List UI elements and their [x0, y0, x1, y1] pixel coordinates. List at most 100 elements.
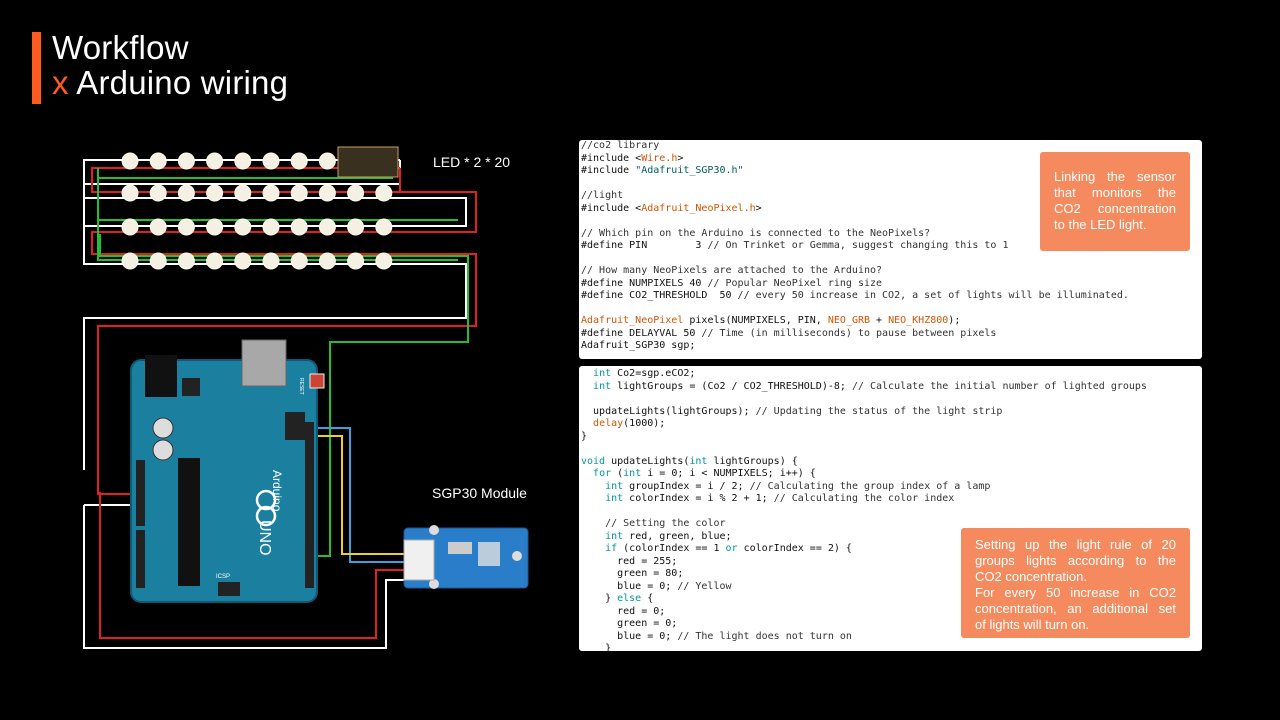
callout-sensor-line: that monitors the — [1054, 185, 1176, 200]
code-line: ​ — [581, 443, 1202, 456]
code-line: blue = 0; // The light does not turn on — [581, 630, 852, 642]
led-pixel — [262, 252, 280, 270]
code-line: #include "Adafruit_SGP30.h" — [581, 165, 744, 176]
power-wires — [91, 167, 477, 639]
code-line: int lightGroups = (Co2 / CO2_THRESHOLD)-… — [593, 380, 1147, 392]
code-line: ​ — [581, 506, 1202, 519]
led-pixel — [206, 252, 224, 270]
capacitor-2 — [152, 439, 174, 461]
callout-rule-line: For every 50 increase in CO2 — [975, 585, 1176, 600]
voltage-regulator — [182, 378, 200, 396]
code-line: Adafruit_NeoPixel pixels(NUMPIXELS, PIN,… — [581, 315, 961, 326]
icsp-header-top — [285, 412, 305, 440]
title-line-1: Workflow — [52, 29, 189, 66]
title-accent-bar — [32, 32, 41, 104]
code-line: if (colorIndex == 1 or colorIndex == 2) … — [605, 543, 852, 554]
code-line: //light — [581, 190, 624, 201]
callout-sensor-line: CO2 concentration — [1054, 201, 1176, 216]
led-pixel — [177, 152, 195, 170]
code-line: //co2 library — [581, 140, 660, 151]
callout-rule-line: CO2 concentration. — [975, 569, 1088, 584]
callout-rule-line: Setting up the light rule of 20 — [975, 537, 1176, 552]
reset-label: RESET — [298, 378, 304, 395]
code-line: void updateLights(int lightGroups) { — [581, 455, 798, 467]
led-pixel — [290, 218, 308, 236]
code-line: int colorIndex = i % 2 + 1; // Calculati… — [605, 493, 955, 504]
code-line: green = 80; — [581, 568, 684, 579]
led-pixel — [121, 218, 139, 236]
led-pixel — [149, 218, 167, 236]
digital-header — [305, 422, 314, 588]
title-line-2-text: Arduino wiring — [76, 64, 289, 101]
page-title: Workflow x Arduino wiring — [52, 30, 288, 100]
led-pixel — [121, 252, 139, 270]
led-pixel — [347, 218, 365, 236]
callout-rule-line: of lights will turn on. — [975, 617, 1090, 632]
sensor-element — [478, 542, 500, 566]
code-line: // Setting the color — [605, 518, 726, 529]
led-pixel — [177, 252, 195, 270]
led-pixel — [234, 152, 252, 170]
usb-port — [241, 339, 287, 387]
reset-button — [309, 373, 325, 389]
led-pixel — [262, 218, 280, 236]
code-line: #define NUMPIXELS 40 // Popular NeoPixel… — [581, 277, 883, 289]
code-line: int Co2=sgp.eCO2; — [593, 368, 696, 379]
code-line: for (int i = 0; i < NUMPIXELS; i++) { — [593, 468, 816, 479]
led-pixel — [318, 218, 336, 236]
arduino-model: UNO — [256, 520, 273, 556]
code-line: int red, green, blue; — [605, 530, 732, 542]
code-line: } — [581, 643, 612, 651]
code-line: ​ — [581, 253, 1202, 266]
power-jack — [145, 355, 177, 397]
code-line: } else { — [581, 593, 654, 604]
led-pixel — [121, 184, 139, 202]
code-line: green = 0; — [581, 618, 678, 629]
callout-sensor: Linking the sensor that monitors the CO2… — [1040, 152, 1190, 251]
led-pixel — [234, 184, 252, 202]
led-pixel — [234, 252, 252, 270]
arduino-brand: Arduino — [270, 470, 284, 512]
code-line: #define CO2_THRESHOLD 50 // every 50 inc… — [581, 290, 1129, 301]
capacitor-1 — [152, 417, 174, 439]
led-pixel — [177, 184, 195, 202]
led-pixel — [206, 218, 224, 236]
led-pixel — [290, 152, 308, 170]
module-label: SGP30 Module — [432, 485, 527, 501]
code-line: #include <Adafruit_NeoPixel.h> — [581, 202, 762, 214]
scl-wire — [312, 435, 408, 555]
code-line: ​ — [581, 393, 1202, 406]
led-pixel — [375, 184, 393, 202]
led-pixel — [206, 184, 224, 202]
led-pixel — [318, 152, 336, 170]
code-line: blue = 0; // Yellow — [581, 580, 732, 592]
led-pixel — [121, 152, 139, 170]
grove-connector — [403, 539, 435, 581]
led-pixel — [149, 184, 167, 202]
led-pixel — [290, 252, 308, 270]
led-pixel — [177, 218, 195, 236]
led-pixel — [149, 152, 167, 170]
led-pixel — [290, 184, 308, 202]
code-line: // How many NeoPixels are attached to th… — [581, 265, 883, 276]
sensor-chip — [448, 542, 472, 554]
arduino-board: Arduino UNO ICSP RESET — [130, 339, 325, 603]
code-line: delay(1000); — [593, 418, 666, 429]
code-line: #define PIN 3 // On Trinket or Gemma, su… — [581, 240, 1009, 251]
atmega-chip — [178, 458, 200, 586]
led-pixel — [375, 252, 393, 270]
code-line: ​ — [581, 303, 1202, 316]
code-line: #include <Wire.h> — [581, 152, 684, 164]
code-line: #define DELAYVAL 50 // Time (in millisec… — [581, 327, 997, 339]
code-line: updateLights(lightGroups); // Updating t… — [581, 405, 1003, 417]
code-line: red = 255; — [581, 555, 678, 567]
code-line: Adafruit_SGP30 sgp; — [581, 340, 696, 351]
led-pixel — [318, 184, 336, 202]
callout-rule-line: concentration, an additional set — [975, 601, 1176, 616]
title-line-2: x Arduino wiring — [52, 65, 288, 100]
sgp30-module — [403, 525, 529, 589]
led-highlight-box — [337, 146, 399, 178]
led-pixel — [347, 184, 365, 202]
led-pixel — [375, 218, 393, 236]
title-prefix: x — [52, 64, 69, 101]
